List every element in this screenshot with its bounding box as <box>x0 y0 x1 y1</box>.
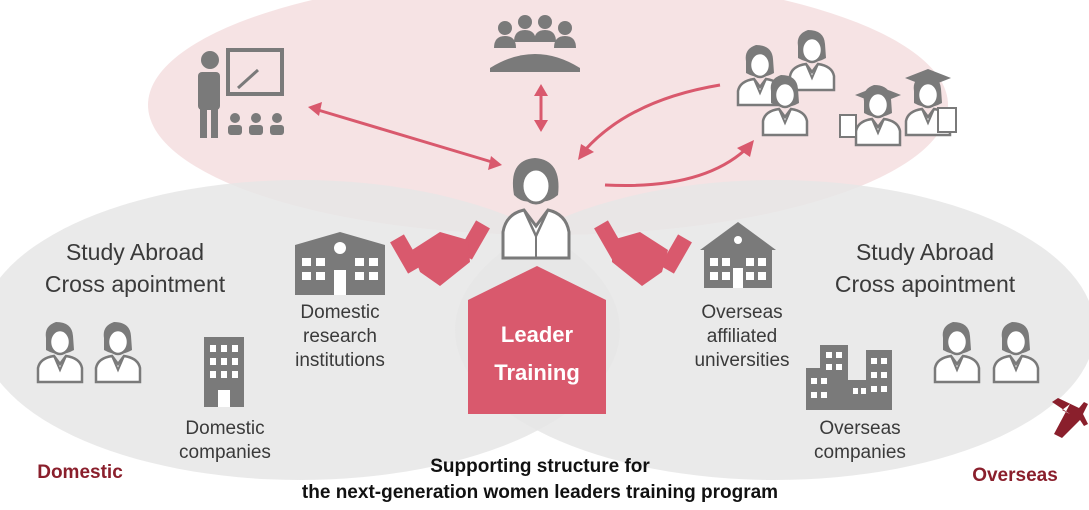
leader-training-line2: Training <box>494 360 580 385</box>
domestic-research-line3: institutions <box>295 350 385 371</box>
domestic-research-line1: Domestic <box>300 302 380 323</box>
curved-arrow-in <box>578 83 721 160</box>
overseas-univ-line3: universities <box>694 350 790 371</box>
overseas-companies-line1: Overseas <box>819 418 901 439</box>
teacher-icon <box>198 48 284 138</box>
domestic-tag: Domestic <box>37 462 123 483</box>
overseas-univ-line1: Overseas <box>701 302 783 323</box>
domestic-research-line2: research <box>303 326 377 347</box>
overseas-companies-icon <box>806 345 892 410</box>
domestic-company-icon <box>204 337 244 407</box>
caption-line1: Supporting structure for <box>430 456 650 477</box>
researchers-group-icon <box>736 28 957 147</box>
right-heading-line1: Study Abroad <box>855 239 995 265</box>
domestic-companies-line1: Domestic <box>185 418 265 439</box>
left-heading-line1: Study Abroad <box>65 239 205 265</box>
overseas-tag: Overseas <box>972 465 1058 486</box>
university-icon <box>700 222 776 288</box>
left-heading-line2: Cross apointment <box>44 271 226 297</box>
airplane-icon <box>1052 398 1088 438</box>
overseas-univ-line2: affiliated <box>706 326 778 347</box>
caption-line2: the next-generation women leaders traini… <box>301 482 779 503</box>
overseas-companies-line2: companies <box>814 442 906 463</box>
research-institute-icon <box>295 232 385 295</box>
right-heading-line2: Cross apointment <box>834 271 1016 297</box>
vertical-double-arrow <box>534 84 548 132</box>
diagonal-double-arrow <box>308 102 502 170</box>
meeting-icon <box>490 15 580 72</box>
domestic-companies-line2: companies <box>179 442 271 463</box>
leader-training-house <box>468 266 606 414</box>
handshake-icon-left <box>390 220 490 286</box>
leader-training-line1: Leader <box>500 322 574 347</box>
handshake-icon-right <box>594 220 692 286</box>
curved-arrow-out <box>604 140 754 188</box>
leader-person-icon <box>501 158 571 260</box>
